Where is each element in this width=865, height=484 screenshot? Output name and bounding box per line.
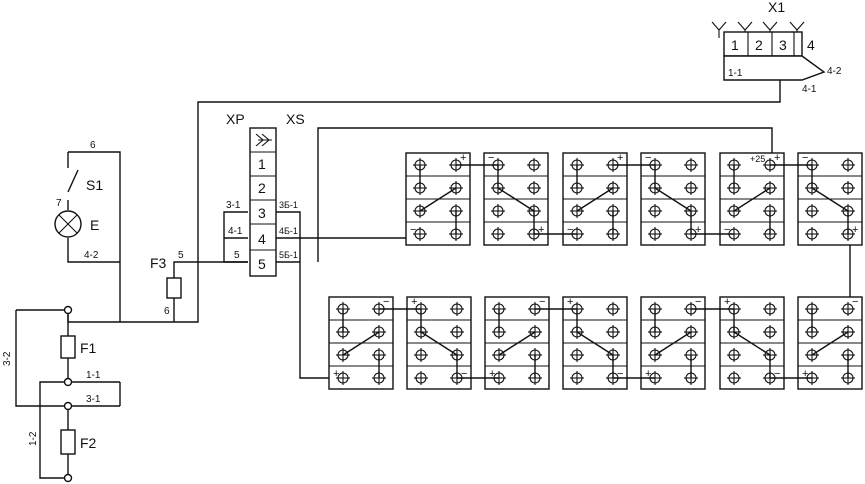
x1-bottom-label: 4-1	[802, 84, 817, 95]
terminal	[63, 473, 73, 483]
polarity-mark: +	[411, 296, 417, 308]
polarity-mark: +	[802, 368, 808, 380]
connector-xp-xs: XP XS 1 2 3 4 5 3-1 4-1 5 3Б-1 4Б-1 5Б-1	[226, 111, 305, 277]
polarity-mark: −	[645, 152, 651, 164]
polarity-mark: −	[383, 296, 389, 308]
polarity-mark: −	[852, 296, 858, 308]
terminal	[63, 401, 73, 411]
polarity-mark: +	[724, 296, 730, 308]
polarity-mark: −	[539, 296, 545, 308]
plug-socket-icon	[255, 133, 272, 147]
x1-label: X1	[768, 0, 785, 15]
polarity-mark: +	[460, 152, 466, 164]
xp-pin-1: 1	[258, 156, 266, 172]
cell-link	[654, 187, 692, 212]
polarity-mark: +	[852, 224, 858, 236]
cell-link	[420, 331, 458, 356]
fuse-f3-body	[166, 277, 182, 299]
fuse-f1: F1 3-2 1-1	[2, 335, 101, 381]
polarity-mark: −	[724, 224, 730, 236]
fuse-f1-right-wire: 1-1	[86, 370, 101, 381]
xp-wire-5: 5	[234, 250, 240, 261]
battery-blocks: + − − + + − − + + − − + − + + − − + + − − + + − − +	[328, 152, 863, 390]
x1-body	[723, 55, 826, 81]
polarity-mark: −	[567, 224, 573, 236]
polarity-mark: −	[774, 368, 780, 380]
polarity-mark: +	[645, 368, 651, 380]
connector-x1: X1 1 2 3 4 1-1 4-2 4-1	[711, 0, 842, 95]
cell-link	[811, 187, 849, 212]
cell-link	[497, 187, 535, 212]
fuse-f3-top-wire: 5	[178, 250, 184, 261]
lamp-label: E	[90, 217, 99, 233]
battery-output-label: +25	[750, 154, 765, 164]
polarity-mark: +	[567, 296, 573, 308]
xp-pin-5: 5	[258, 256, 266, 272]
polarity-mark: −	[461, 368, 467, 380]
polarity-mark: −	[488, 152, 494, 164]
fuse-f3-label: F3	[150, 255, 167, 271]
x1-pin-3: 3	[779, 37, 787, 53]
polarity-mark: +	[538, 224, 544, 236]
fuse-f2-label: F2	[80, 435, 97, 451]
xs-wire-5b-1: 5Б-1	[279, 250, 298, 260]
polarity-mark: −	[617, 368, 623, 380]
xp-pin-4: 4	[258, 231, 266, 247]
xp-label: XP	[226, 111, 245, 127]
polarity-mark: +	[617, 152, 623, 164]
switch-top-wire: 6	[90, 140, 96, 151]
wires	[15, 80, 851, 479]
fuse-f1-left-wire: 3-2	[2, 351, 13, 366]
xs-label: XS	[286, 111, 305, 127]
xp-wire-3-1: 3-1	[226, 200, 241, 211]
x1-right-label: 4-2	[827, 66, 842, 77]
xs-wire-3b-1: 3Б-1	[279, 200, 298, 210]
fuse-f2-body	[60, 429, 76, 455]
x1-left-label: 1-1	[728, 68, 743, 79]
x1-pin-row	[723, 31, 803, 57]
polarity-mark: −	[802, 152, 808, 164]
x1-pin-4: 4	[807, 37, 815, 53]
cell-link	[654, 331, 692, 356]
lamp-e: E 4-2	[54, 210, 99, 261]
xs-wire-4b-1: 4Б-1	[279, 226, 298, 236]
xp-wire-4-1: 4-1	[228, 226, 243, 237]
fuse-f2-left-wire: 1-2	[28, 431, 39, 446]
xp-pin-2: 2	[258, 180, 266, 196]
x1-pin-2: 2	[755, 37, 763, 53]
polarity-mark: +	[774, 152, 780, 164]
polarity-mark: +	[695, 224, 701, 236]
fuse-f3-bottom-wire: 6	[164, 306, 170, 317]
x1-pin-1: 1	[731, 37, 739, 53]
fuse-f1-label: F1	[80, 340, 97, 356]
terminal	[63, 377, 73, 387]
cell-link	[811, 331, 849, 356]
xp-pin-3: 3	[258, 205, 266, 221]
polarity-mark: −	[410, 224, 416, 236]
cell-link	[733, 331, 771, 356]
terminals	[63, 305, 73, 483]
polarity-mark: +	[333, 368, 339, 380]
cell-link	[498, 331, 536, 356]
terminal	[63, 305, 73, 315]
cell-link	[733, 187, 771, 212]
cell-link	[576, 331, 614, 356]
polarity-mark: +	[489, 368, 495, 380]
switch-s1: 6 S1 7	[56, 140, 103, 209]
cell-link	[342, 331, 380, 356]
switch-node: 7	[56, 198, 62, 209]
cell-link	[576, 187, 614, 212]
fuse-f3: F3 5 6	[150, 250, 184, 317]
lamp-wire: 4-2	[84, 250, 99, 261]
fuse-f2-right-wire: 3-1	[86, 394, 101, 405]
switch-label: S1	[86, 177, 103, 193]
xp-xs-body	[249, 127, 277, 277]
fuse-f2: F2 1-2 3-1	[28, 394, 101, 455]
fuse-f1-body	[60, 335, 76, 359]
cell-link	[419, 187, 457, 212]
polarity-mark: −	[695, 296, 701, 308]
